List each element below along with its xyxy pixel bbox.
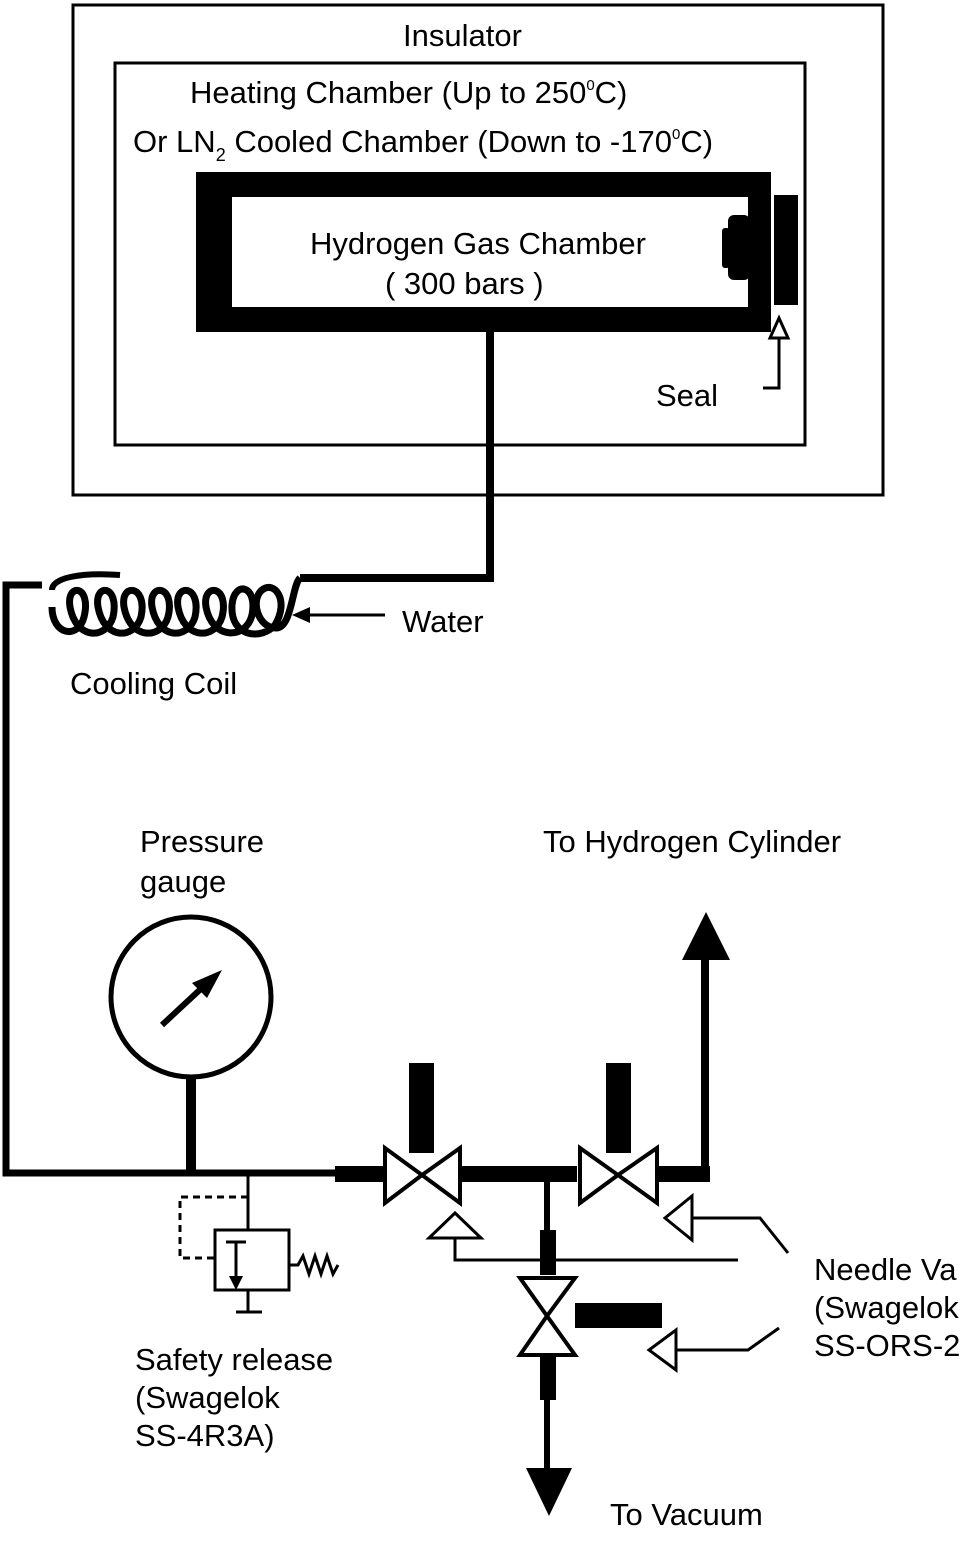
safety-release-valve	[178, 1173, 340, 1314]
needle-valve-label-2: (Swagelok	[814, 1290, 959, 1325]
insulator-label: Insulator	[403, 18, 522, 53]
coil-top-lead	[49, 571, 121, 591]
pressure-gauge-label-2: gauge	[140, 864, 226, 899]
left-pipe	[2, 581, 360, 1177]
tee-drop-block	[540, 1230, 556, 1275]
safety-release-label-2: (Swagelok	[135, 1380, 280, 1415]
pressure-gauge-label-1: Pressure	[140, 824, 264, 859]
needle-valve-3	[516, 1276, 662, 1357]
to-hydrogen-cylinder-label: To Hydrogen Cylinder	[543, 824, 841, 859]
gas-chamber-label: Hydrogen Gas Chamber	[310, 226, 646, 261]
manifold-pipe-left	[335, 1166, 385, 1182]
gas-chamber-pressure-label: ( 300 bars )	[385, 266, 544, 301]
heating-chamber-label: Heating Chamber (Up to 2500C)	[190, 75, 627, 110]
safety-release-label-3: SS-4R3A)	[135, 1418, 275, 1453]
needle-valve-1	[383, 1063, 462, 1208]
gauge-needle-icon	[192, 970, 222, 998]
needle-valve-label-3: SS-ORS-2	[814, 1328, 960, 1363]
manifold-pipe-right	[655, 1166, 710, 1182]
manifold-pipe-middle	[460, 1166, 577, 1182]
hydrogen-gas-chamber	[196, 172, 798, 332]
hydrogen-cylinder-arrow	[682, 912, 730, 1175]
needle-valve-label-1: Needle Va	[814, 1252, 957, 1287]
seal-label: Seal	[656, 378, 718, 413]
heating-chamber-box	[113, 61, 807, 447]
spring-icon	[289, 1251, 340, 1279]
vacuum-arrow	[526, 1355, 572, 1516]
cooling-coil-label: Cooling Coil	[70, 666, 237, 701]
water-inlet-arrow	[292, 607, 385, 623]
needle-valve-2	[578, 1063, 659, 1207]
safety-release-label-1: Safety release	[135, 1342, 333, 1377]
insulator-box	[71, 3, 885, 497]
water-label: Water	[402, 604, 484, 639]
to-vacuum-label: To Vacuum	[610, 1497, 763, 1532]
needle-valve-pointers	[425, 1192, 790, 1373]
pressure-gauge	[108, 914, 274, 1173]
chamber-outlet-pipe	[300, 332, 494, 582]
cooled-chamber-label: Or LN2 Cooled Chamber (Down to -1700C)	[133, 124, 713, 165]
seal-pointer-arrow	[763, 314, 791, 390]
cooling-coil	[48, 575, 303, 638]
